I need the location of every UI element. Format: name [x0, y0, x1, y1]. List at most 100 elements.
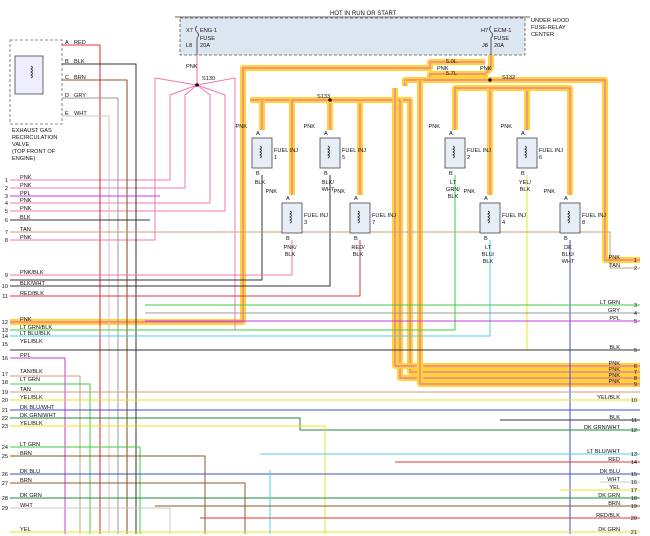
- wire-s132-out: [394, 88, 640, 367]
- fuel-inj-2-label-2: 2: [467, 155, 470, 161]
- fuel-inj-6-label-2: 6: [539, 155, 542, 161]
- left-pin-18: 18: [2, 380, 8, 386]
- left-wire-color-1: PNK: [20, 175, 32, 181]
- left-wire-color-30: YEL: [20, 527, 31, 533]
- left-pin-16: 16: [2, 356, 8, 362]
- wire-left-29: [10, 507, 171, 534]
- egr-pin-color-c: BRN: [74, 75, 86, 81]
- wire-left-22: [10, 417, 640, 431]
- fuel-inj-3-label-1: FUEL INJ: [304, 213, 328, 219]
- right-wire-color-1: PNK: [608, 255, 620, 261]
- fuel-inj-8-out-color-0: DK: [564, 245, 572, 251]
- svg-text:ECM-1: ECM-1: [494, 28, 511, 34]
- right-wire-color-15: RED: [608, 457, 620, 463]
- wire-inj5-return: [10, 175, 331, 287]
- wire-left-24: [10, 446, 141, 534]
- fuel-inj-5-in-color: PNK: [303, 124, 315, 130]
- fuel-inj-6-pin-b: B: [521, 171, 525, 177]
- right-wire-color-21: RED/BLK: [596, 513, 620, 519]
- fuel-inj-7-pin-b: B: [354, 236, 358, 242]
- left-wire-color-20: YEL/BLK: [20, 395, 43, 401]
- right-pin-15: 14: [631, 460, 637, 466]
- fuel-inj-6-in-color: PNK: [500, 124, 512, 130]
- left-wire-color-17: TAN/BLK: [20, 369, 43, 375]
- right-pin-8: 7: [634, 370, 637, 376]
- splice-s133: [328, 98, 332, 102]
- fuel-inj-8-out-color-1: BLU/: [562, 252, 575, 258]
- right-pin-11: 10: [631, 398, 637, 404]
- svg-text:H7: H7: [481, 28, 488, 34]
- fuel-inj-6-out-color-1: BLK: [520, 187, 531, 193]
- fuel-inj-4-in-color: PNK: [463, 189, 475, 195]
- egr-pin-c: C: [65, 75, 69, 81]
- svg-text:J8: J8: [482, 43, 488, 49]
- left-pin-20: 20: [2, 398, 8, 404]
- svg-text:20A: 20A: [200, 43, 210, 49]
- fuse-relay-center: [179, 17, 526, 56]
- right-wire-color-6: BLK: [609, 345, 620, 351]
- fuel-inj-8-label-2: 8: [582, 220, 585, 226]
- left-wire-color-29: WHT: [20, 503, 33, 509]
- fuel-inj-4-out-color-0: LT: [485, 245, 492, 251]
- left-wire-color-27: BRN: [20, 478, 32, 484]
- fuel-inj-4: [479, 202, 501, 234]
- left-pin-21: 21: [2, 408, 8, 414]
- fuel-inj-7-in-color: PNK: [333, 189, 345, 195]
- svg-text:FUSE: FUSE: [200, 36, 215, 42]
- left-pin-12: 12: [2, 320, 8, 326]
- fuel-inj-7-label-2: 7: [372, 220, 375, 226]
- left-pin-2: 2: [5, 186, 8, 192]
- fuel-inj-1-in-color: PNK: [235, 124, 247, 130]
- left-pin-29: 29: [2, 506, 8, 512]
- svg-text:FUSE: FUSE: [494, 36, 509, 42]
- right-pin-5: 5: [634, 319, 637, 325]
- fuel-inj-2-in-color: PNK: [428, 124, 440, 130]
- fuel-inj-1-pin-b: B: [256, 171, 260, 177]
- right-wire-color-17: WHT: [607, 477, 620, 483]
- right-pin-12: 11: [631, 418, 637, 424]
- fuel-inj-7-pin-a: A: [354, 196, 358, 202]
- left-pin-3: 3: [5, 194, 8, 200]
- right-wire-color-7: PNK: [608, 361, 620, 367]
- right-wire-color-12: BLK: [609, 415, 620, 421]
- left-wire-color-5: PNK: [20, 206, 32, 212]
- wire-inj7-return: [10, 240, 361, 297]
- left-wire-color-7: TAN: [20, 227, 31, 233]
- wire-egr-e-wht: [62, 115, 110, 534]
- svg-text:20A: 20A: [494, 43, 504, 49]
- wire-left-27: [10, 482, 246, 534]
- fuse-eng-1: X7 ENG-1 FUSE 20A L8: [186, 25, 217, 55]
- right-wire-color-22: DK GRN: [598, 527, 620, 533]
- left-pin-5: 5: [5, 209, 8, 215]
- wire-left-25: [10, 455, 206, 534]
- fuel-inj-2-label-1: FUEL INJ: [467, 148, 491, 154]
- wire-s130-left-1: [10, 84, 198, 181]
- left-wire-color-14: LT BLU/BLK: [20, 331, 51, 337]
- wire-inj3-feed: [291, 99, 330, 195]
- left-pin-6: 6: [5, 218, 8, 224]
- left-wire-color-11: RED/BLK: [20, 291, 44, 297]
- fuel-inj-1-label-1: FUEL INJ: [274, 148, 298, 154]
- fuel-inj-6-out-color-0: YEL/: [519, 180, 532, 186]
- right-wire-color-2: TAN: [609, 263, 620, 269]
- left-wire-color-3: PPL: [20, 191, 31, 197]
- wire-left-7-tan: [10, 231, 640, 269]
- right-pin-21: 20: [631, 516, 637, 522]
- egr-pin-color-a: RED: [74, 40, 86, 46]
- left-pin-28: 28: [2, 496, 8, 502]
- left-pin-4: 4: [5, 201, 8, 207]
- left-pin-23: 23: [2, 424, 8, 430]
- egr-valve-icon: [14, 55, 44, 95]
- left-wire-color-21: DK BLU/WHT: [20, 405, 55, 411]
- wire-s132-bus: [405, 79, 640, 261]
- wire-inj1-return: [10, 175, 263, 281]
- wire-left-16: [10, 357, 66, 534]
- wire-right-9: [419, 80, 640, 385]
- right-pin-1: 1: [634, 258, 637, 264]
- right-wire-color-3: LT GRN: [600, 300, 620, 306]
- fuel-inj-3-out-color-0: PNK/: [283, 245, 297, 251]
- fuel-inj-4-label-2: 4: [502, 220, 505, 226]
- right-pin-6: 5: [634, 348, 637, 354]
- right-pin-20: 19: [631, 504, 637, 510]
